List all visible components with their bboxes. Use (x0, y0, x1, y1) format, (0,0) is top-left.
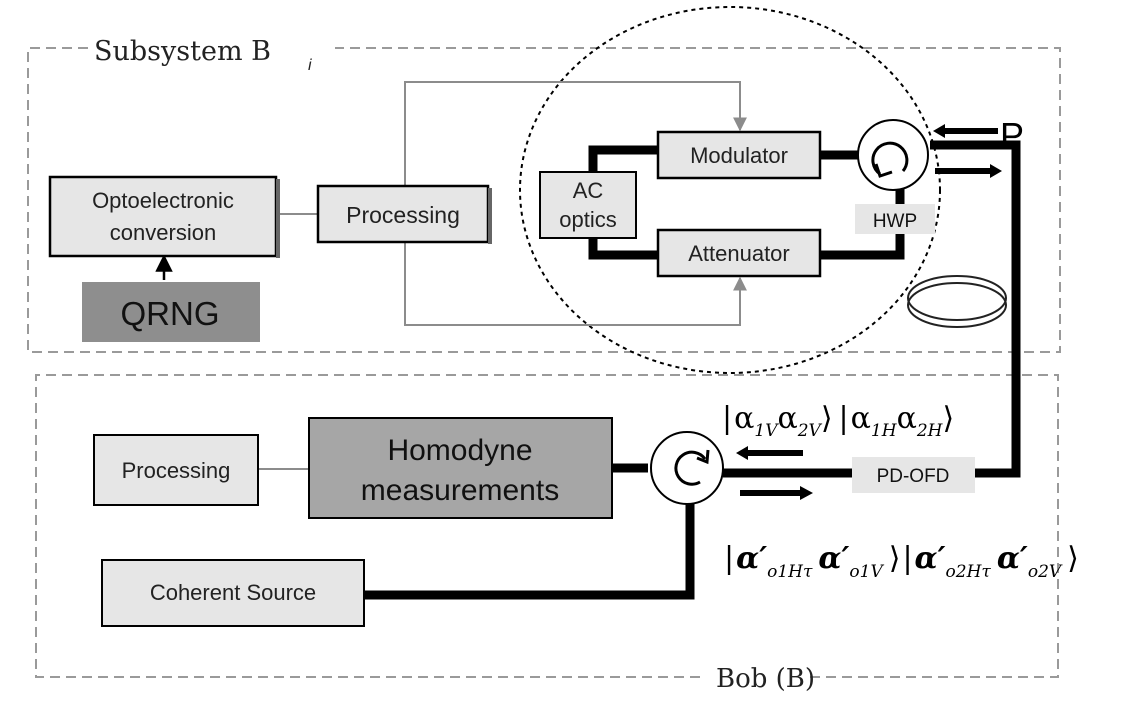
svg-text:HWP: HWP (873, 211, 917, 232)
subsystem-right-arrow (935, 164, 1002, 178)
svg-text:Attenuator: Attenuator (688, 241, 790, 266)
upper-state-label: |α1Vα2V⟩|α1Hα2H⟩ (722, 401, 954, 441)
bob-right-arrow (740, 486, 813, 500)
svg-text:optics: optics (559, 207, 616, 232)
bob-frame (35, 374, 1059, 678)
homodyne-box: Homodyne measurements (308, 417, 613, 519)
qrng-box: QRNG (82, 282, 260, 342)
coherent-source-box: Coherent Source (101, 559, 365, 627)
svg-text:Homodyne: Homodyne (387, 434, 532, 467)
modulator-box: Modulator (656, 130, 822, 180)
optoelectronic-box: Optoelectronic conversion (48, 175, 280, 258)
svg-text:conversion: conversion (110, 220, 216, 245)
svg-text:measurements: measurements (361, 474, 559, 507)
pd-ofd-box: PD-OFD (852, 457, 975, 493)
bob-processing-box: Processing (93, 434, 259, 506)
subsystem-title-subscript: i (308, 57, 312, 74)
direction-arrows (736, 124, 1002, 500)
fiber-spool-icon (907, 275, 1007, 328)
subsystem-title: Subsystem B (94, 36, 271, 67)
svg-text:Processing: Processing (346, 202, 460, 228)
svg-text:QRNG: QRNG (121, 295, 220, 332)
svg-text:Modulator: Modulator (690, 143, 788, 168)
ac-optics-box: AC optics (539, 171, 637, 239)
processing-to-attenuator-line (404, 242, 747, 326)
svg-text:Optoelectronic: Optoelectronic (92, 188, 234, 213)
attenuator-box: Attenuator (656, 228, 822, 278)
svg-text:PD-OFD: PD-OFD (877, 466, 950, 487)
subsystem-circulator-icon (857, 119, 929, 191)
subsystem-processing-box: Processing (316, 184, 492, 244)
processing-to-modulator-line (404, 81, 747, 186)
subsystem-frame (27, 47, 1061, 353)
bob-title: Bob (B) (716, 664, 815, 694)
svg-text:AC: AC (573, 178, 604, 203)
hwp-box: HWP (855, 204, 935, 234)
bob-circulator-icon (650, 431, 724, 505)
bob-fibers (365, 463, 852, 600)
p-left-arrow (933, 124, 998, 138)
svg-text:Coherent Source: Coherent Source (150, 580, 316, 605)
svg-text:Processing: Processing (122, 458, 231, 483)
bob-left-arrow (736, 446, 803, 460)
optics-dotted-region (519, 6, 941, 374)
p-label: P (1000, 115, 1024, 156)
